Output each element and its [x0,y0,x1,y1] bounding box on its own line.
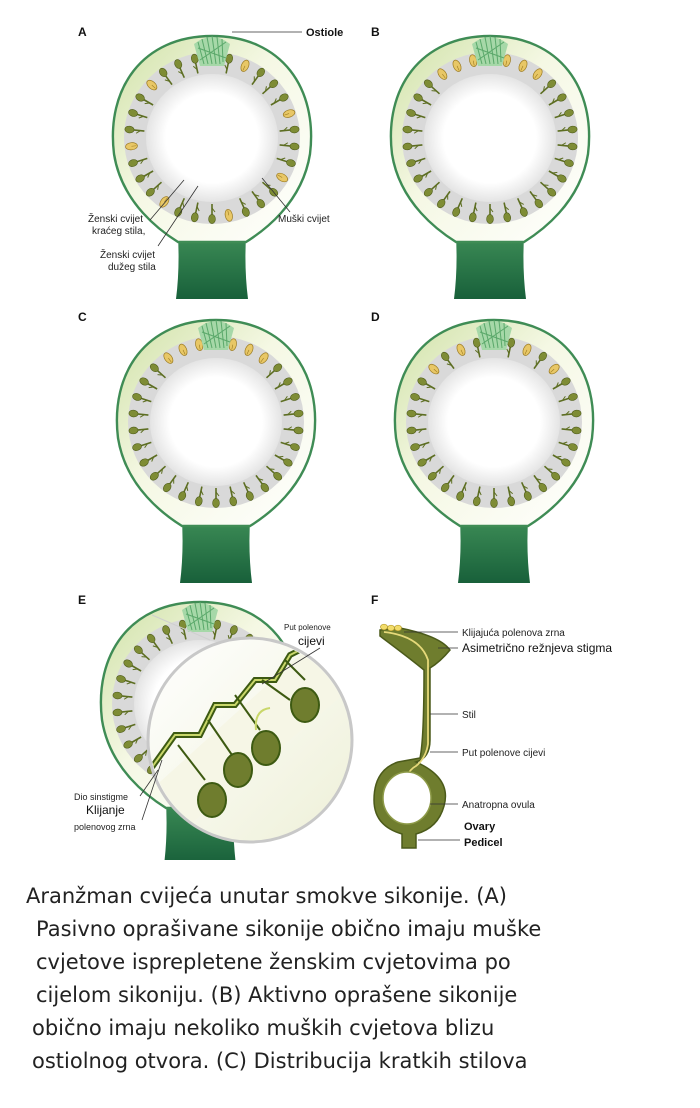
male-leader [261,177,291,213]
ostiole-scales [197,319,235,351]
label-germinating-pollen: Klijajuća polenova zrna [462,628,565,639]
cavity [428,358,560,486]
label-pedicel: Pedicel [464,837,503,849]
panel-letter-E: E [78,593,86,607]
panel-letter-B: B [371,25,380,39]
panel-letter-F: F [371,593,378,607]
ostiole-scales [471,35,509,67]
ostiole-scales [475,319,513,351]
cavity [150,358,282,486]
label-tube-path: Put polenove cijevi [462,748,545,759]
tube-leader [261,647,321,685]
label-germ-1: Klijanje [86,803,125,817]
cavity [146,74,278,202]
label-germ-2: polenovog zrna [74,822,136,832]
label-ovary: Ovary [464,821,496,833]
label-female-short-2: kraćeg stila, [92,226,145,237]
caption-line-5: obično imaju nekoliko muških cvjetova bl… [32,1016,495,1040]
female-short-leader [149,179,185,221]
fig-syconium-diagram: A B C D E F Ostiole Ženski cvijet kraćeg… [74,25,612,860]
caption-line-2: Pasivno oprašivane sikonije obično imaju… [36,917,542,941]
label-stigma: Asimetrično režnjeva stigma [462,641,612,655]
cavity [424,74,556,202]
label-female-short-1: Ženski cvijet [88,212,143,225]
figure-caption: Aranžman cvijeća unutar smokve sikonije.… [26,880,686,1078]
label-ostiole: Ostiole [306,27,343,39]
female-long-leader [157,185,199,247]
ostiole-scales [181,601,219,633]
label-tube-2: cijevi [298,634,325,648]
syconium-A [111,34,313,299]
syconium-B [389,34,591,299]
label-synstigma: Dio sinstigme [74,792,128,802]
ostiole-scales [193,35,231,67]
flower-leaders [404,631,460,841]
panel-letter-A: A [78,25,87,39]
label-male: Muški cvijet [278,214,330,225]
magnifier-circle [146,614,354,844]
flower-diagram-F [373,623,451,849]
caption-line-6: ostiolnog otvora. (C) Distribucija kratk… [32,1049,528,1073]
caption-line-4: cijelom sikoniju. (B) Aktivno oprašene s… [36,983,518,1007]
label-tube-1: Put polenove [284,623,331,632]
caption-line-3: cvjetove isprepletene ženskim cvjetovima… [36,950,511,974]
syconium-C [115,318,317,583]
label-female-long-1: Ženski cvijet [100,248,155,261]
panel-letter-C: C [78,310,87,324]
panel-letter-D: D [371,310,380,324]
caption-line-1: Aranžman cvijeća unutar smokve sikonije.… [26,884,507,908]
germ-leader [141,759,163,821]
label-ovule: Anatropna ovula [462,800,535,811]
label-style: Stil [462,710,476,721]
syconium-D [393,318,595,583]
label-female-long-2: dužeg stila [108,262,156,273]
synstigma-leader [139,769,159,797]
